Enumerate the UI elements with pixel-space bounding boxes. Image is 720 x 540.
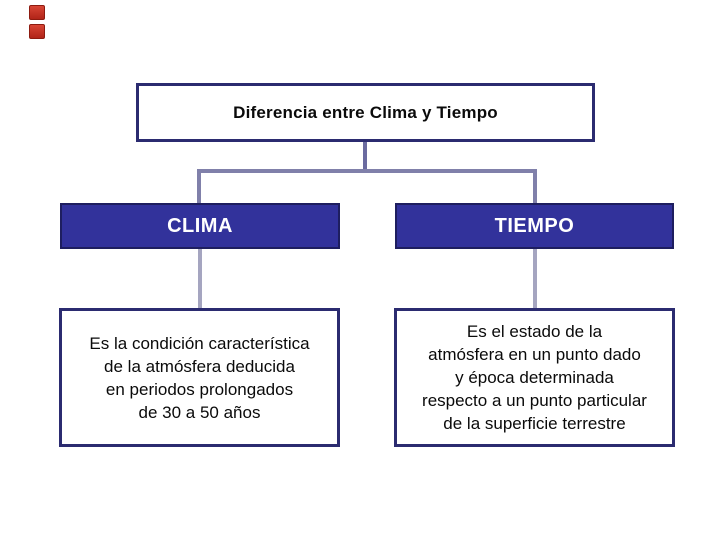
connector-clima-drop bbox=[198, 249, 202, 308]
connector-tiempo-drop bbox=[533, 249, 537, 308]
connector-horizontal bbox=[197, 169, 537, 173]
tiempo-header-box: TIEMPO bbox=[395, 203, 674, 249]
clima-description-box: Es la condición característica de la atm… bbox=[59, 308, 340, 447]
red-marker-icon-top bbox=[29, 5, 45, 20]
clima-header-box: CLIMA bbox=[60, 203, 340, 249]
connector-right-vertical bbox=[533, 169, 537, 203]
tiempo-description-box: Es el estado de la atmósfera en un punto… bbox=[394, 308, 675, 447]
tiempo-description-text: Es el estado de la atmósfera en un punto… bbox=[422, 322, 647, 433]
clima-description-text: Es la condición característica de la atm… bbox=[89, 333, 310, 422]
connector-left-vertical bbox=[197, 169, 201, 203]
title-box: Diferencia entre Clima y Tiempo bbox=[136, 83, 595, 142]
connector-title-vertical bbox=[363, 142, 367, 171]
title-label: Diferencia entre Clima y Tiempo bbox=[233, 102, 498, 122]
red-marker-icon-bottom bbox=[29, 24, 45, 39]
clima-header-label: CLIMA bbox=[167, 214, 233, 237]
tiempo-header-label: TIEMPO bbox=[494, 214, 575, 237]
